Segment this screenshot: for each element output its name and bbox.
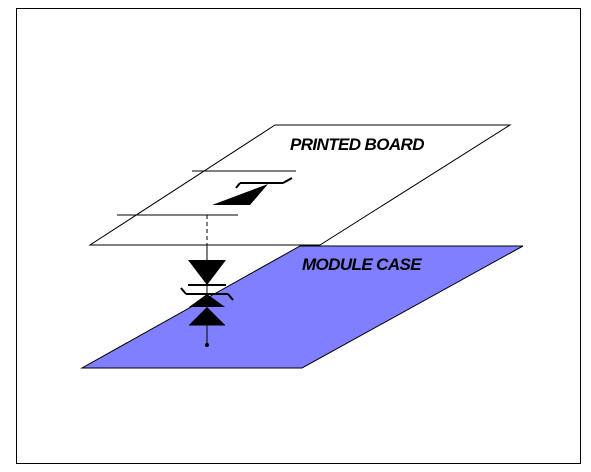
thyristor-bar-left-hook — [180, 287, 187, 295]
diode-triangle — [188, 260, 226, 285]
thyristor-bar-right-hook — [227, 293, 234, 301]
thyristor-upper-triangle — [189, 294, 225, 307]
thyristor-symbol — [180, 287, 234, 326]
printed-board-label: PRINTED BOARD — [290, 135, 424, 154]
component-body — [212, 184, 268, 205]
board-component-symbol — [117, 170, 296, 216]
thyristor-lower-triangle — [189, 307, 225, 325]
diode-symbol — [188, 260, 226, 286]
component-bar-hook — [282, 177, 293, 184]
module-case-label: MODULE CASE — [302, 255, 422, 274]
component-bar-tail — [235, 182, 241, 189]
terminal-dot — [205, 343, 209, 347]
module-case-plane — [80, 245, 524, 369]
